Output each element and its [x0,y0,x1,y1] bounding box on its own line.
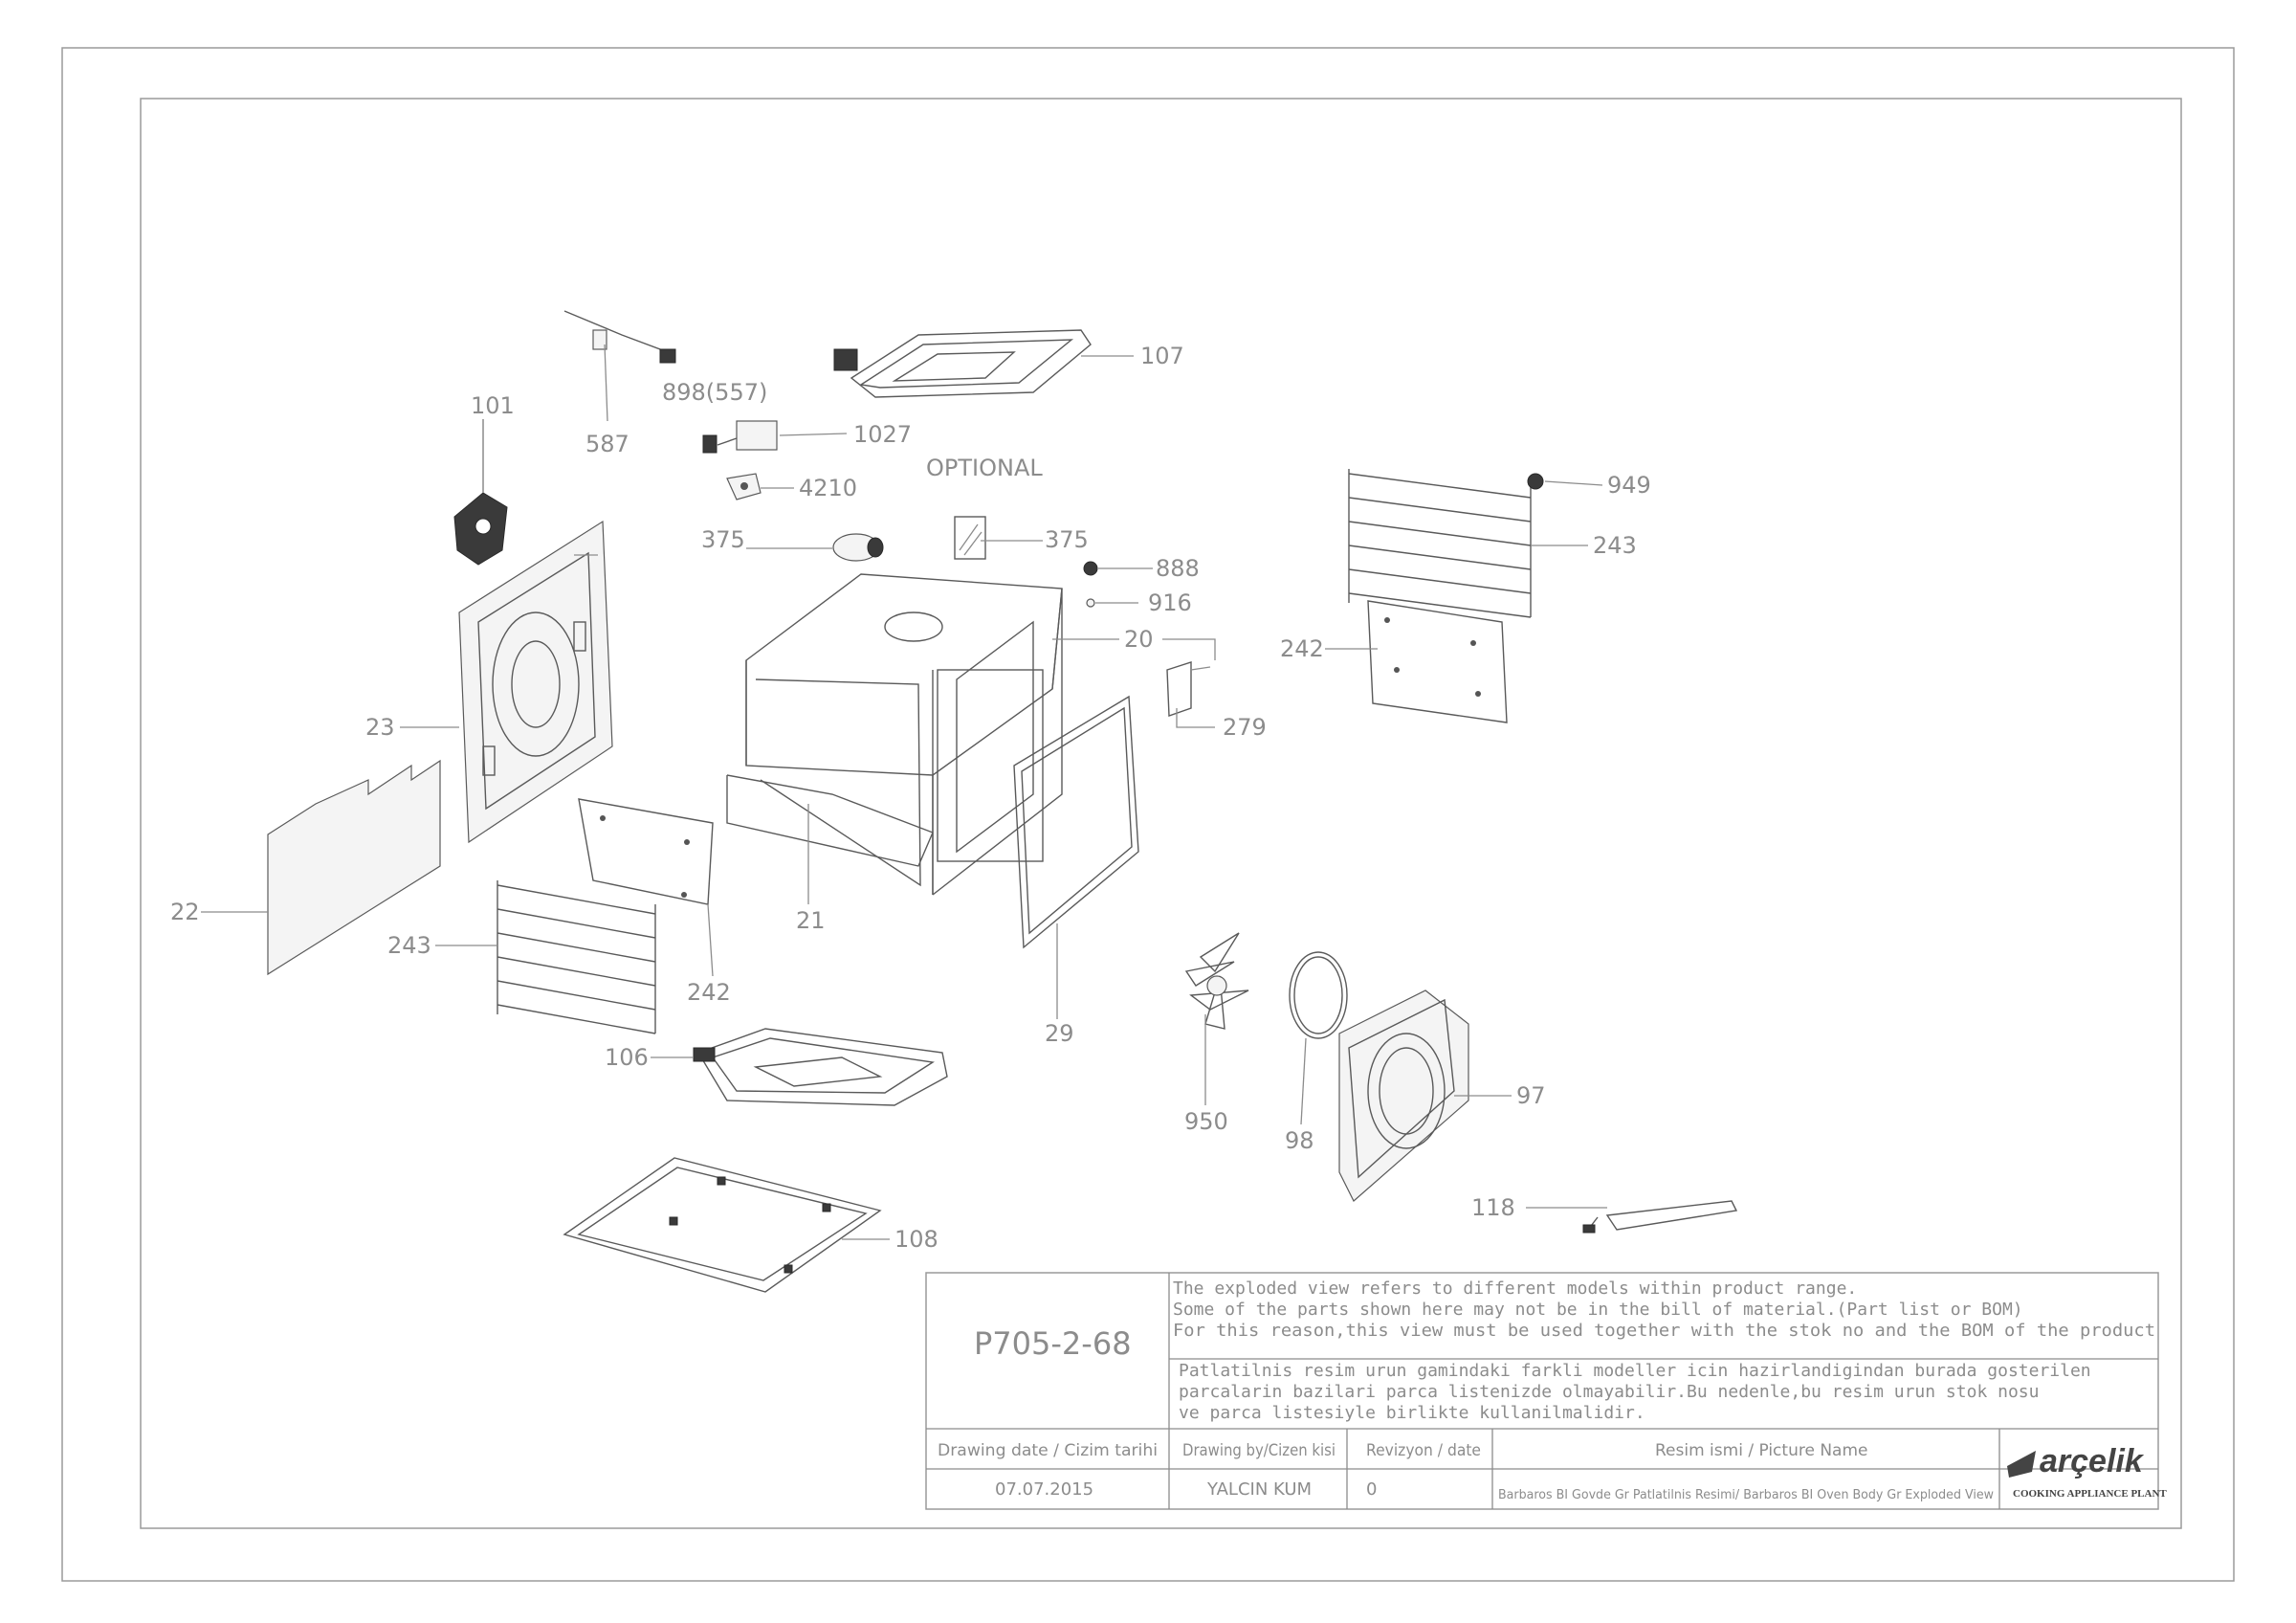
part-587-sensor [563,310,676,422]
callout-20: 20 [1124,626,1154,653]
callout-242-right: 242 [1280,635,1324,662]
rev-header: Revizyon / date [1366,1441,1481,1460]
callout-242-left: 242 [687,979,731,1006]
part-243-left-rack [497,880,656,1034]
part-375-lamp [832,533,884,562]
callout-243-left: 243 [387,932,431,959]
callout-118: 118 [1471,1194,1515,1221]
name-header: Resim ismi / Picture Name [1655,1441,1867,1460]
note-tr-2: parcalarin bazilari parca listenizde olm… [1179,1382,2039,1402]
callout-375-lamp: 375 [701,526,745,553]
callout-101: 101 [471,392,515,419]
title-block: P705-2-68 The exploded view refers to di… [925,1272,2167,1510]
name-value: Barbaros BI Govde Gr Patlatilnis Resimi/… [1498,1488,1994,1502]
part-242-left-panel [578,798,714,905]
rev-value: 0 [1366,1479,1377,1500]
callout-1027: 1027 [853,421,912,448]
callout-279: 279 [1223,714,1267,741]
callout-98: 98 [1285,1127,1314,1154]
arcelik-logo-mark [2007,1451,2036,1478]
leader-lines [201,355,1607,1240]
note-en-3: For this reason,this view must be used t… [1173,1321,2155,1341]
part-888-nut [1083,561,1098,576]
part-949-knob [1527,473,1544,490]
part-242-right-panel [1367,600,1508,723]
date-header: Drawing date / Cizim tarihi [938,1441,1158,1460]
inner-frame [140,98,2182,1529]
part-108-bottom-plate [563,1157,882,1293]
callout-898: 898(557) [662,379,767,406]
callout-107: 107 [1140,343,1184,369]
callout-106: 106 [605,1044,649,1071]
part-4210-bracket [726,473,762,500]
part-375-lamp-glass-optional [954,516,986,560]
callout-949: 949 [1607,472,1651,499]
arcelik-logo-text: arçelik [2040,1443,2145,1479]
callout-916: 916 [1148,589,1192,616]
callout-950: 950 [1184,1108,1228,1135]
note-tr-1: Patlatilnis resim urun gamindaki farkli … [1179,1361,2091,1381]
part-101-switch [453,419,508,566]
by-value: YALCIN KUM [1206,1479,1312,1500]
part-1027-terminal [702,420,778,454]
date-value: 07.07.2015 [995,1479,1093,1500]
part-21-bottom-insulation [726,774,934,867]
part-279-thermostat [1162,638,1216,728]
optional-label: OPTIONAL [926,455,1043,481]
note-en-2: Some of the parts shown here may not be … [1173,1300,2023,1320]
part-118-heater-element [1582,1200,1738,1234]
note-en-1: The exploded view refers to different mo… [1173,1278,1857,1299]
part-20-oven-cavity [745,573,1063,896]
note-tr-3: ve parca listesiyle birlikte kullanilmal… [1179,1403,1645,1423]
by-header: Drawing by/Cizen kisi [1182,1441,1336,1460]
callout-29: 29 [1045,1020,1074,1047]
part-107-grill-heater [833,329,1092,398]
part-29-door-gasket [1013,695,1139,949]
outer-frame [61,47,2235,1582]
part-950-fan [1184,932,1249,1030]
callout-243-right: 243 [1593,532,1637,559]
part-97-fan-cover [1338,989,1469,1202]
part-98-fan-heater-ring [1289,951,1348,1039]
callout-375-glass: 375 [1045,526,1089,553]
callout-108: 108 [894,1226,938,1253]
part-916-screw [1086,598,1095,608]
callout-21: 21 [796,907,826,934]
callout-4210: 4210 [799,475,857,501]
callout-23: 23 [365,714,395,741]
drawing-code: P705-2-68 [974,1325,1132,1362]
part-243-right-rack [1348,469,1532,618]
callout-22: 22 [170,899,200,925]
callout-888: 888 [1156,555,1200,582]
plant-text: COOKING APPLIANCE PLANT [2013,1488,2167,1500]
part-23-rear-wall [458,520,613,844]
part-22-insulation [267,759,441,976]
callout-97: 97 [1516,1082,1546,1109]
part-106-lower-heater [693,1028,948,1106]
callout-587: 587 [585,431,629,457]
